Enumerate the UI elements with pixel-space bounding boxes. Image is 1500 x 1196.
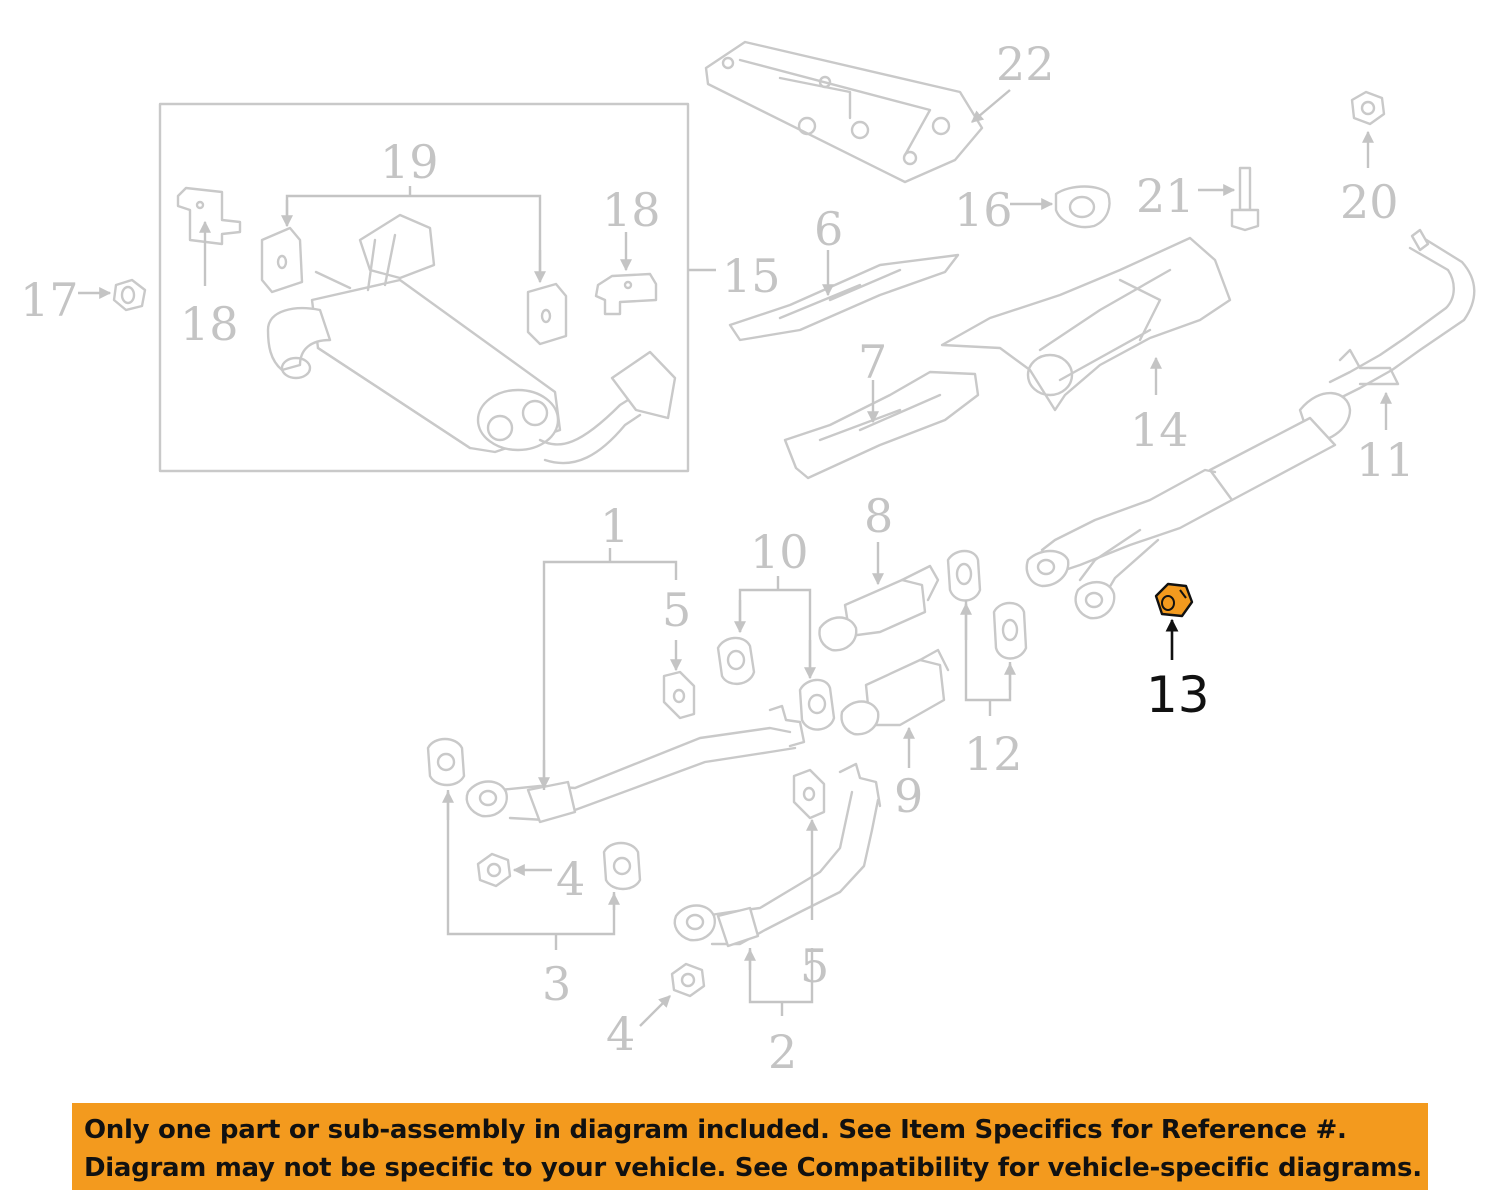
callout-14: 14 — [1130, 403, 1189, 457]
part-13-nut-highlighted — [1154, 582, 1194, 660]
part-12-gaskets — [946, 549, 1028, 716]
part-4-nut-lower — [639, 962, 706, 1027]
part-20-nut — [1350, 90, 1386, 168]
callout-18-right: 18 — [602, 183, 661, 237]
part-19-rubber-hangers — [260, 186, 568, 346]
part-8-converter — [818, 542, 940, 652]
callout-22: 22 — [996, 37, 1055, 91]
disclaimer-line-1: Only one part or sub-assembly in diagram… — [84, 1115, 1347, 1145]
part-17-nut — [78, 278, 147, 312]
callout-5-upper: 5 — [662, 583, 691, 637]
part-16-gasket — [1010, 185, 1111, 229]
callout-12: 12 — [964, 727, 1023, 781]
callout-7: 7 — [858, 335, 887, 389]
callout-1: 1 — [600, 499, 629, 553]
part-21-bolt — [1198, 166, 1260, 232]
muffler-inset-box — [158, 102, 716, 473]
part-1-front-pipe — [465, 548, 806, 824]
part-11-center-pipe — [1025, 228, 1476, 620]
callout-5-lower: 5 — [800, 939, 829, 993]
callout-16: 16 — [954, 183, 1013, 237]
callout-6: 6 — [814, 202, 843, 256]
part-18-hanger-right — [594, 232, 658, 316]
callout-2: 2 — [768, 1025, 797, 1079]
part-7-heat-shield — [783, 370, 980, 480]
part-2-front-pipe — [673, 762, 882, 1016]
callout-4-lower: 4 — [606, 1007, 635, 1061]
part-3-gaskets — [426, 737, 642, 950]
disclaimer-banner: Only one part or sub-assembly in diagram… — [72, 1103, 1428, 1190]
part-9-converter — [840, 648, 950, 768]
callout-10: 10 — [750, 525, 809, 579]
callout-9: 9 — [894, 769, 923, 823]
part-18-hanger-left — [176, 186, 242, 286]
callout-11: 11 — [1356, 433, 1415, 487]
callout-15: 15 — [722, 249, 781, 303]
disclaimer-line-2: Diagram may not be specific to your vehi… — [84, 1153, 1422, 1183]
part-22-heat-shield — [704, 40, 1011, 184]
callout-19: 19 — [380, 135, 439, 189]
callout-3: 3 — [542, 957, 571, 1011]
part-15-muffler — [266, 213, 677, 465]
callout-18-left: 18 — [180, 297, 239, 351]
callout-17: 17 — [20, 273, 79, 327]
part-14-heat-shield — [940, 236, 1232, 412]
callout-13: 13 — [1146, 666, 1210, 724]
callout-8: 8 — [864, 489, 893, 543]
callout-20: 20 — [1340, 175, 1399, 229]
callout-4-upper: 4 — [556, 852, 585, 906]
part-10-gaskets — [716, 576, 836, 731]
callout-21: 21 — [1136, 169, 1195, 223]
part-4-nut-upper — [476, 852, 552, 888]
part-6-heat-shield — [728, 250, 960, 342]
